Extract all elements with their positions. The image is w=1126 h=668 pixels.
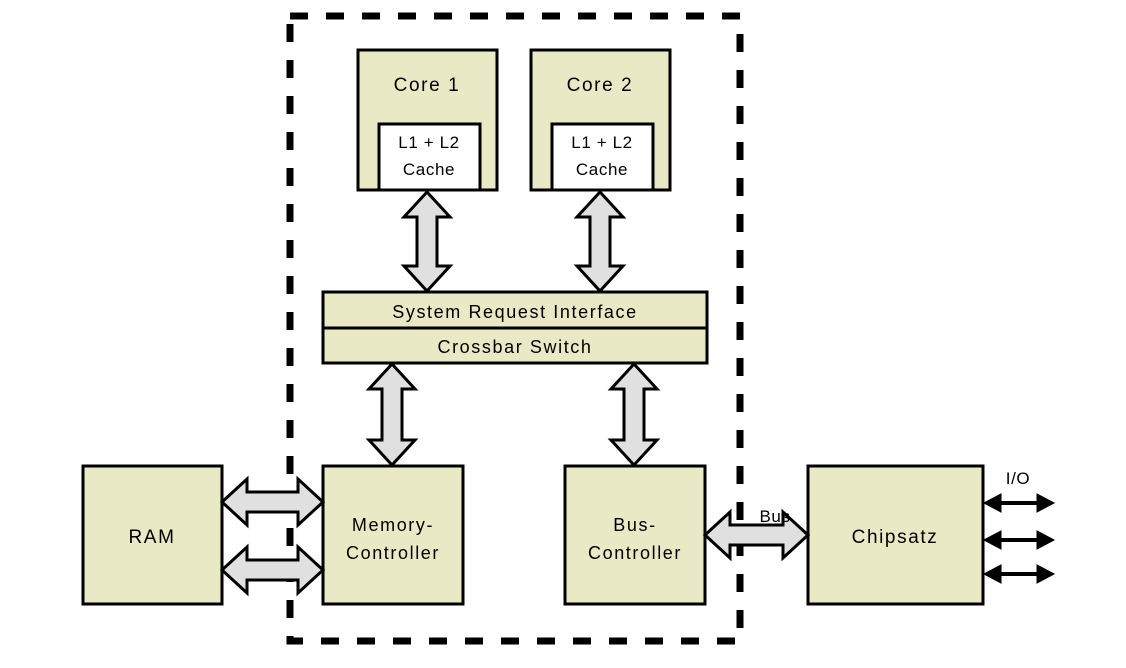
ram-label: RAM bbox=[128, 527, 175, 548]
chipsatz-io-arrow-1 bbox=[982, 493, 1056, 513]
bus-connector-label: Bus bbox=[759, 507, 790, 526]
bus-controller-label-line1: Bus- bbox=[613, 515, 656, 535]
system-request-interface-label: System Request Interface bbox=[392, 302, 638, 322]
crossbar-to-bus-controller-arrow bbox=[607, 361, 661, 468]
memory-controller-label-line1: Memory- bbox=[352, 515, 434, 535]
cpu-die-dashed-boundary bbox=[286, 12, 744, 645]
core-1-label: Core 1 bbox=[394, 75, 461, 96]
crossbar-to-memory-controller-arrow bbox=[365, 361, 419, 468]
core-2-cache-label-line2: Cache bbox=[576, 160, 628, 179]
core-1-cache-label-line2: Cache bbox=[403, 160, 455, 179]
core-1-cache-block[interactable] bbox=[377, 122, 482, 192]
bus-controller-to-chipsatz-arrow bbox=[702, 508, 811, 562]
core-2-label: Core 2 bbox=[567, 75, 634, 96]
memory-controller-label-line2: Controller bbox=[346, 543, 440, 563]
crossbar-switch-block[interactable] bbox=[321, 326, 709, 365]
bus-controller-label-line2: Controller bbox=[588, 543, 682, 563]
memory-controller-block[interactable] bbox=[321, 464, 465, 606]
core-1-cache-label-line1: L1 + L2 bbox=[398, 133, 459, 152]
chipsatz-label: Chipsatz bbox=[852, 527, 939, 548]
core-2-cache-block[interactable] bbox=[550, 122, 655, 192]
core-1-to-sri-arrow bbox=[400, 189, 454, 294]
chipsatz-io-arrow-2 bbox=[982, 530, 1056, 550]
chipsatz-io-arrow-3 bbox=[982, 564, 1056, 584]
ram-block[interactable] bbox=[81, 464, 224, 606]
bus-controller-block[interactable] bbox=[563, 464, 707, 606]
io-connector-label: I/O bbox=[1006, 469, 1030, 488]
crossbar-switch-label: Crossbar Switch bbox=[437, 337, 592, 357]
ram-to-memory-controller-lower-arrow bbox=[219, 543, 326, 597]
core-2-to-sri-arrow bbox=[573, 189, 627, 294]
ram-to-memory-controller-upper-arrow bbox=[219, 475, 326, 529]
core-2-cache-label-line1: L1 + L2 bbox=[571, 133, 632, 152]
